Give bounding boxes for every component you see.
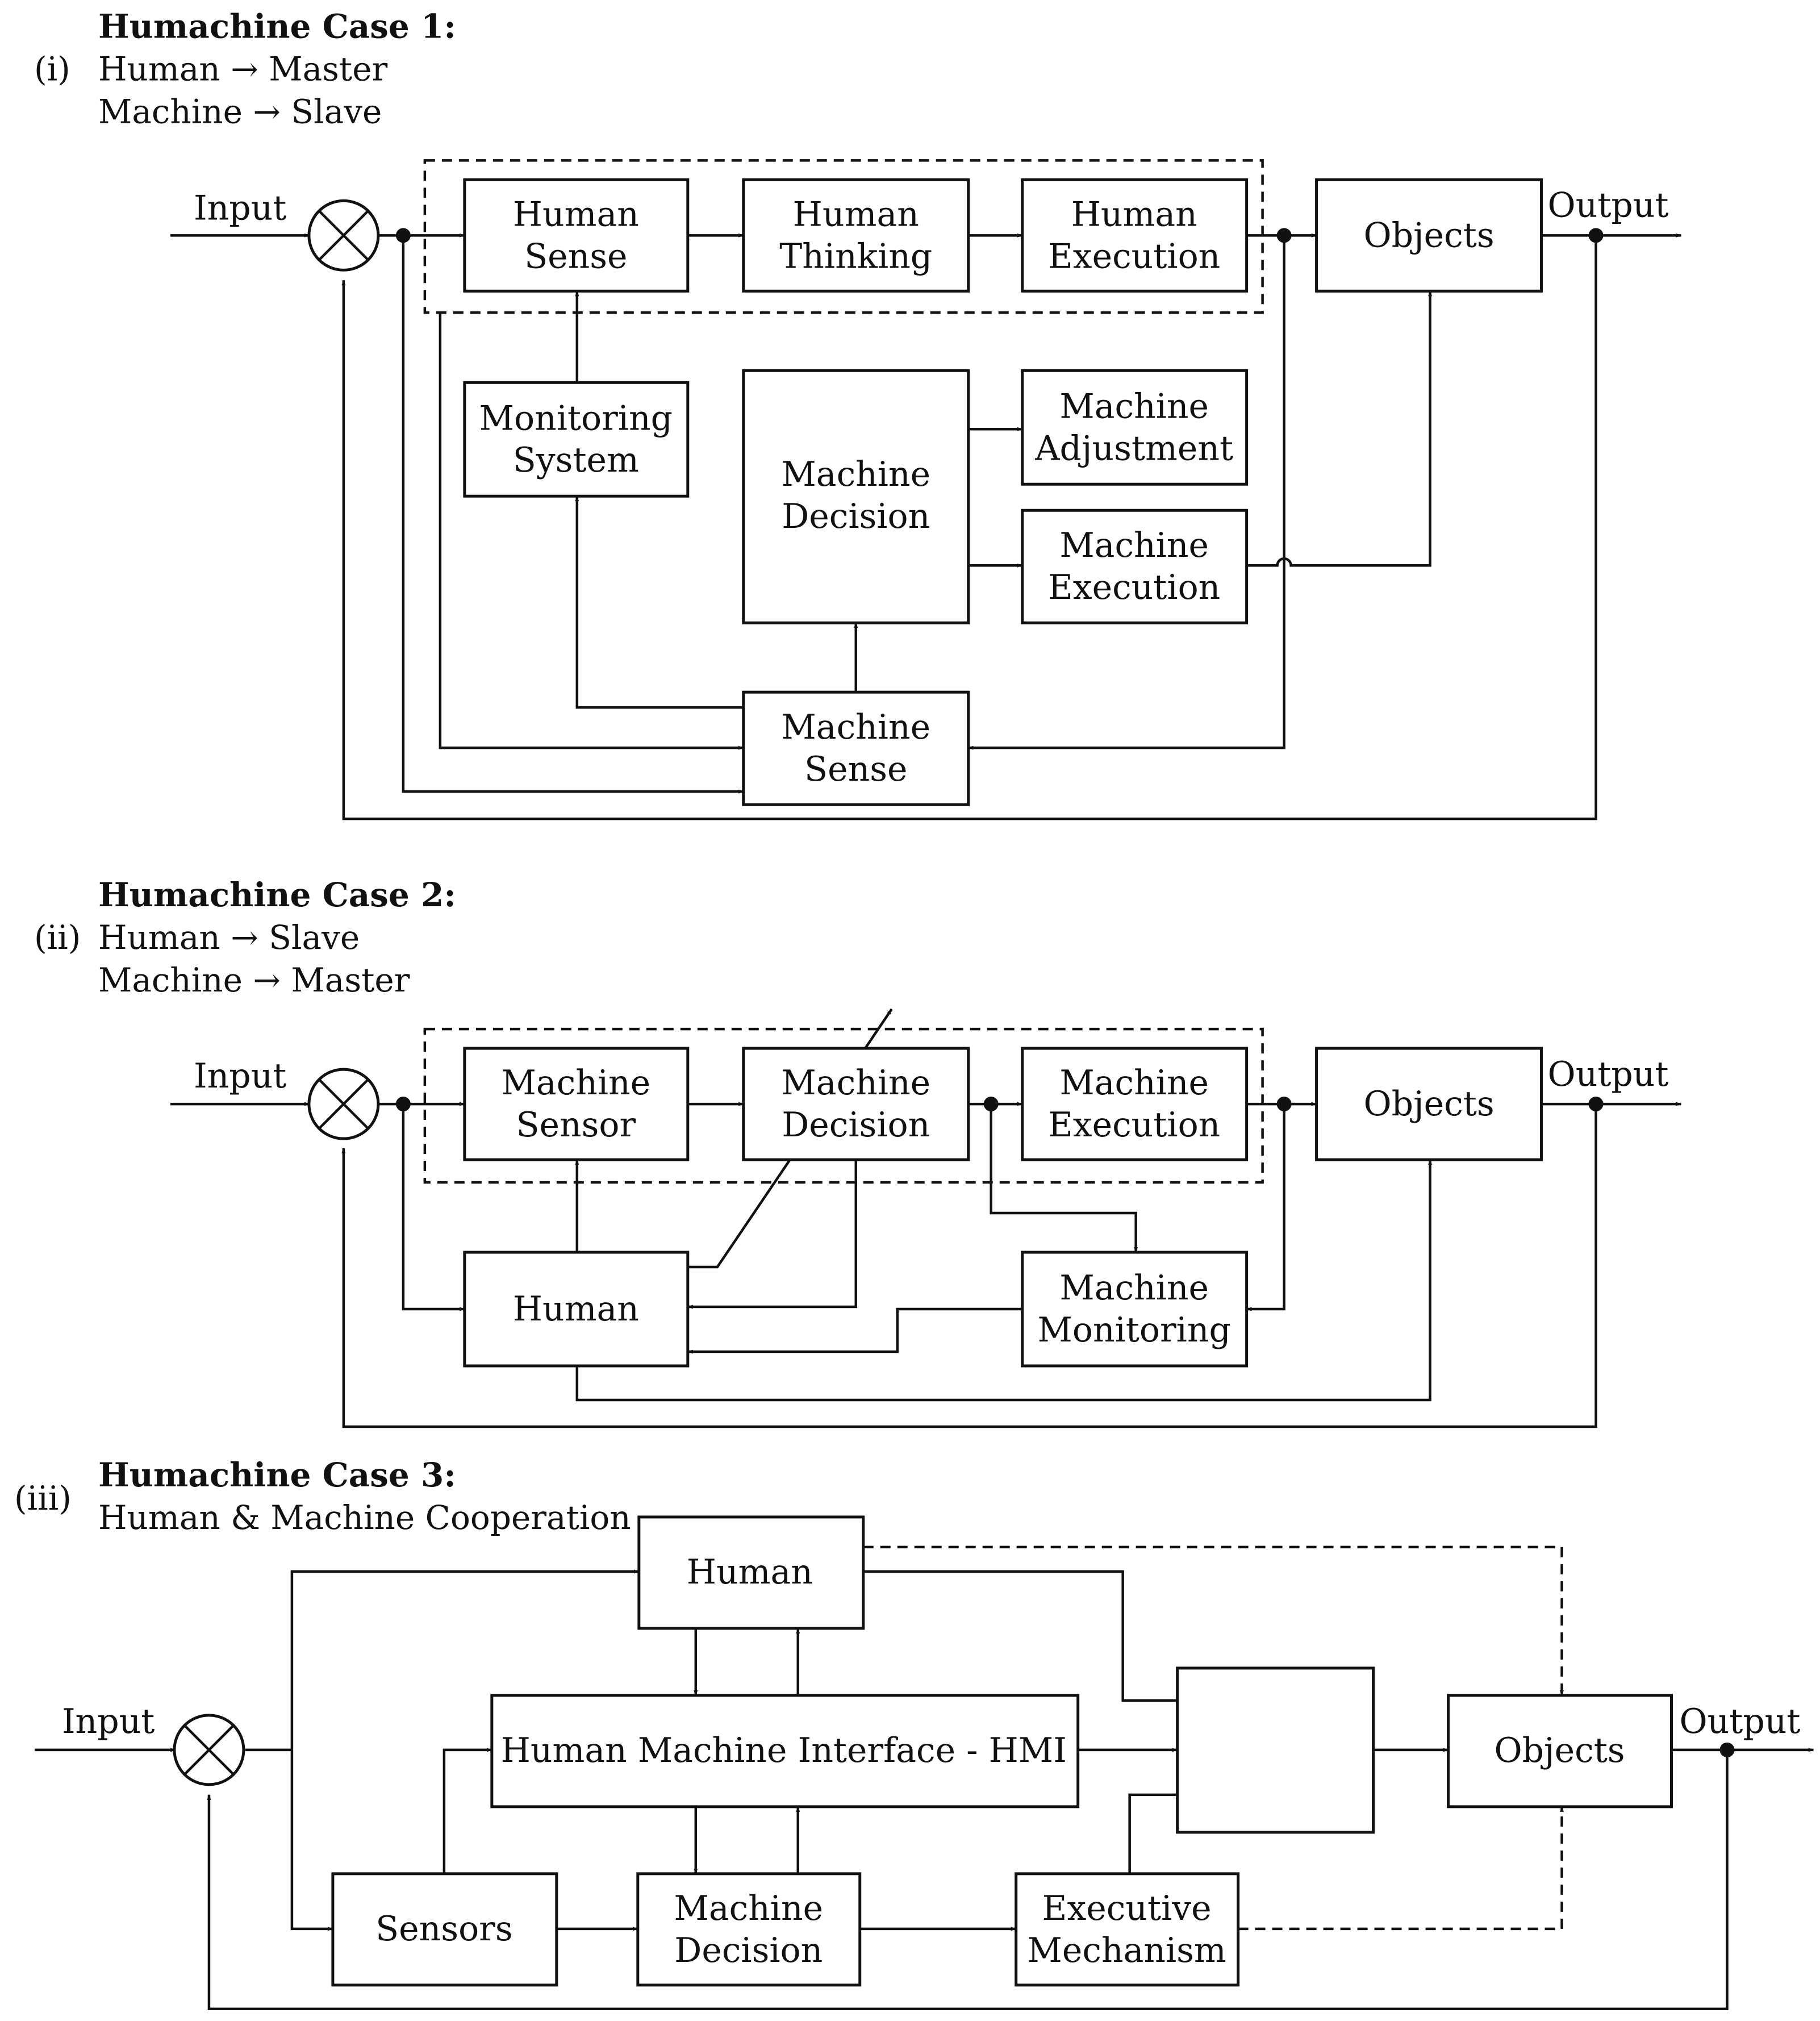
svg-text:Objects: Objects [1494, 1731, 1625, 1770]
junction-dot [395, 1097, 411, 1112]
svg-text:Adjustment: Adjustment [1034, 428, 1233, 468]
svg-text:Human: Human [513, 1289, 639, 1329]
case-2-summing-junction [307, 1068, 380, 1140]
objects-block: Objects [1315, 1047, 1543, 1161]
svg-text:Sensor: Sensor [516, 1105, 636, 1145]
machine-decision-block: Machine Decision [636, 1872, 862, 1987]
human-thinking-block: Human Thinking [742, 178, 970, 293]
human-execution-block: Human Execution [1021, 178, 1249, 293]
executive-mechanism-block: Executive Mechanism [1015, 1872, 1240, 1987]
svg-text:Machine: Machine [781, 707, 930, 747]
svg-text:Machine: Machine [674, 1889, 823, 1928]
svg-text:Machine: Machine [1059, 526, 1209, 565]
machine-sense-block: Machine Sense [742, 690, 970, 806]
svg-text:Decision: Decision [782, 497, 930, 536]
case-1: (i) Humachine Case 1: Human → Master Mac… [34, 7, 1682, 820]
junction-dot [983, 1097, 999, 1112]
switch-block [1176, 1666, 1375, 1834]
svg-text:Sensors: Sensors [375, 1909, 513, 1949]
svg-text:Machine: Machine [781, 1063, 930, 1103]
svg-text:Execution: Execution [1048, 568, 1220, 607]
case-2-line2: Machine → Master [98, 961, 410, 999]
svg-text:Machine: Machine [1059, 1063, 1209, 1103]
sensors-block: Sensors [331, 1872, 558, 1987]
case-3-input-label: Input [62, 1702, 155, 1741]
svg-text:Objects: Objects [1364, 215, 1495, 255]
junction-dot [1276, 1097, 1292, 1112]
human-sense-block: Human Sense [463, 178, 690, 293]
svg-text:Decision: Decision [674, 1931, 823, 1970]
svg-text:Sense: Sense [804, 749, 907, 789]
case-1-line2: Machine → Slave [98, 92, 382, 131]
svg-text:Human: Human [687, 1552, 813, 1592]
svg-text:Decision: Decision [782, 1105, 930, 1145]
case-2-title: Humachine Case 2: [98, 876, 456, 914]
junction-dot [1588, 1097, 1604, 1112]
svg-text:Thinking: Thinking [779, 236, 932, 276]
junction-dot [1276, 228, 1292, 243]
junction-dot [1588, 228, 1604, 243]
svg-text:Human: Human [513, 194, 639, 234]
machine-execution-block: Machine Execution [1021, 509, 1249, 624]
svg-text:Human Machine Interface - HMI: Human Machine Interface - HMI [501, 1731, 1067, 1770]
case-1-title: Humachine Case 1: [98, 7, 456, 45]
machine-group-boundary [423, 1027, 1264, 1184]
junction-dot [395, 228, 411, 243]
case-2-roman: (ii) [34, 918, 81, 957]
case-2: (ii) Humachine Case 2: Human → Slave Mac… [34, 876, 1682, 1428]
case-2-output-label: Output [1548, 1055, 1669, 1094]
case-1-input-label: Input [194, 188, 286, 228]
svg-text:Machine: Machine [501, 1063, 650, 1103]
human-block: Human [637, 1515, 865, 1630]
case-2-line1: Human → Slave [98, 918, 360, 957]
objects-block: Objects [1447, 1694, 1673, 1809]
case-3-output-label: Output [1679, 1702, 1800, 1741]
case-1-summing-junction [307, 199, 380, 272]
svg-text:Machine: Machine [1059, 386, 1209, 426]
svg-text:Mechanism: Mechanism [1028, 1931, 1226, 1970]
case-1-connections [170, 233, 1682, 820]
case-3-line1: Human & Machine Cooperation [98, 1498, 631, 1537]
svg-text:Machine: Machine [1059, 1268, 1209, 1308]
case-3: (iii) Humachine Case 3: Human & Machine … [14, 1456, 1814, 2011]
machine-adjustment-block: Machine Adjustment [1021, 369, 1249, 486]
svg-text:Human: Human [1071, 194, 1197, 234]
svg-text:Sense: Sense [524, 236, 627, 276]
svg-text:Objects: Objects [1364, 1084, 1495, 1124]
svg-text:Execution: Execution [1048, 1105, 1220, 1145]
case-1-output-label: Output [1548, 185, 1669, 225]
machine-decision-block: Machine Decision [742, 1047, 970, 1161]
svg-text:Human: Human [793, 194, 919, 234]
machine-decision-block: Machine Decision [742, 369, 970, 624]
case-2-input-label: Input [194, 1056, 286, 1096]
svg-text:Monitoring: Monitoring [1037, 1310, 1230, 1350]
svg-text:Executive: Executive [1042, 1889, 1212, 1928]
case-3-summing-junction [173, 1714, 245, 1786]
svg-text:System: System [513, 440, 639, 480]
svg-text:Execution: Execution [1048, 236, 1220, 276]
hmi-block: Human Machine Interface - HMI [490, 1694, 1080, 1809]
objects-block: Objects [1315, 178, 1543, 293]
case-1-line1: Human → Master [98, 49, 388, 88]
case-3-roman: (iii) [14, 1479, 72, 1518]
human-block: Human [463, 1251, 690, 1368]
human-group-boundary [423, 159, 1264, 314]
svg-text:Monitoring: Monitoring [479, 398, 673, 438]
machine-execution-block: Machine Execution [1021, 1047, 1249, 1161]
svg-text:Machine: Machine [781, 455, 930, 494]
junction-dot [1719, 1742, 1735, 1757]
monitoring-system-block: Monitoring System [463, 381, 690, 498]
case-3-title: Humachine Case 3: [98, 1456, 456, 1494]
case-1-roman: (i) [34, 49, 70, 88]
machine-sensor-block: Machine Sensor [463, 1047, 690, 1161]
machine-monitoring-block: Machine Monitoring [1021, 1251, 1249, 1368]
